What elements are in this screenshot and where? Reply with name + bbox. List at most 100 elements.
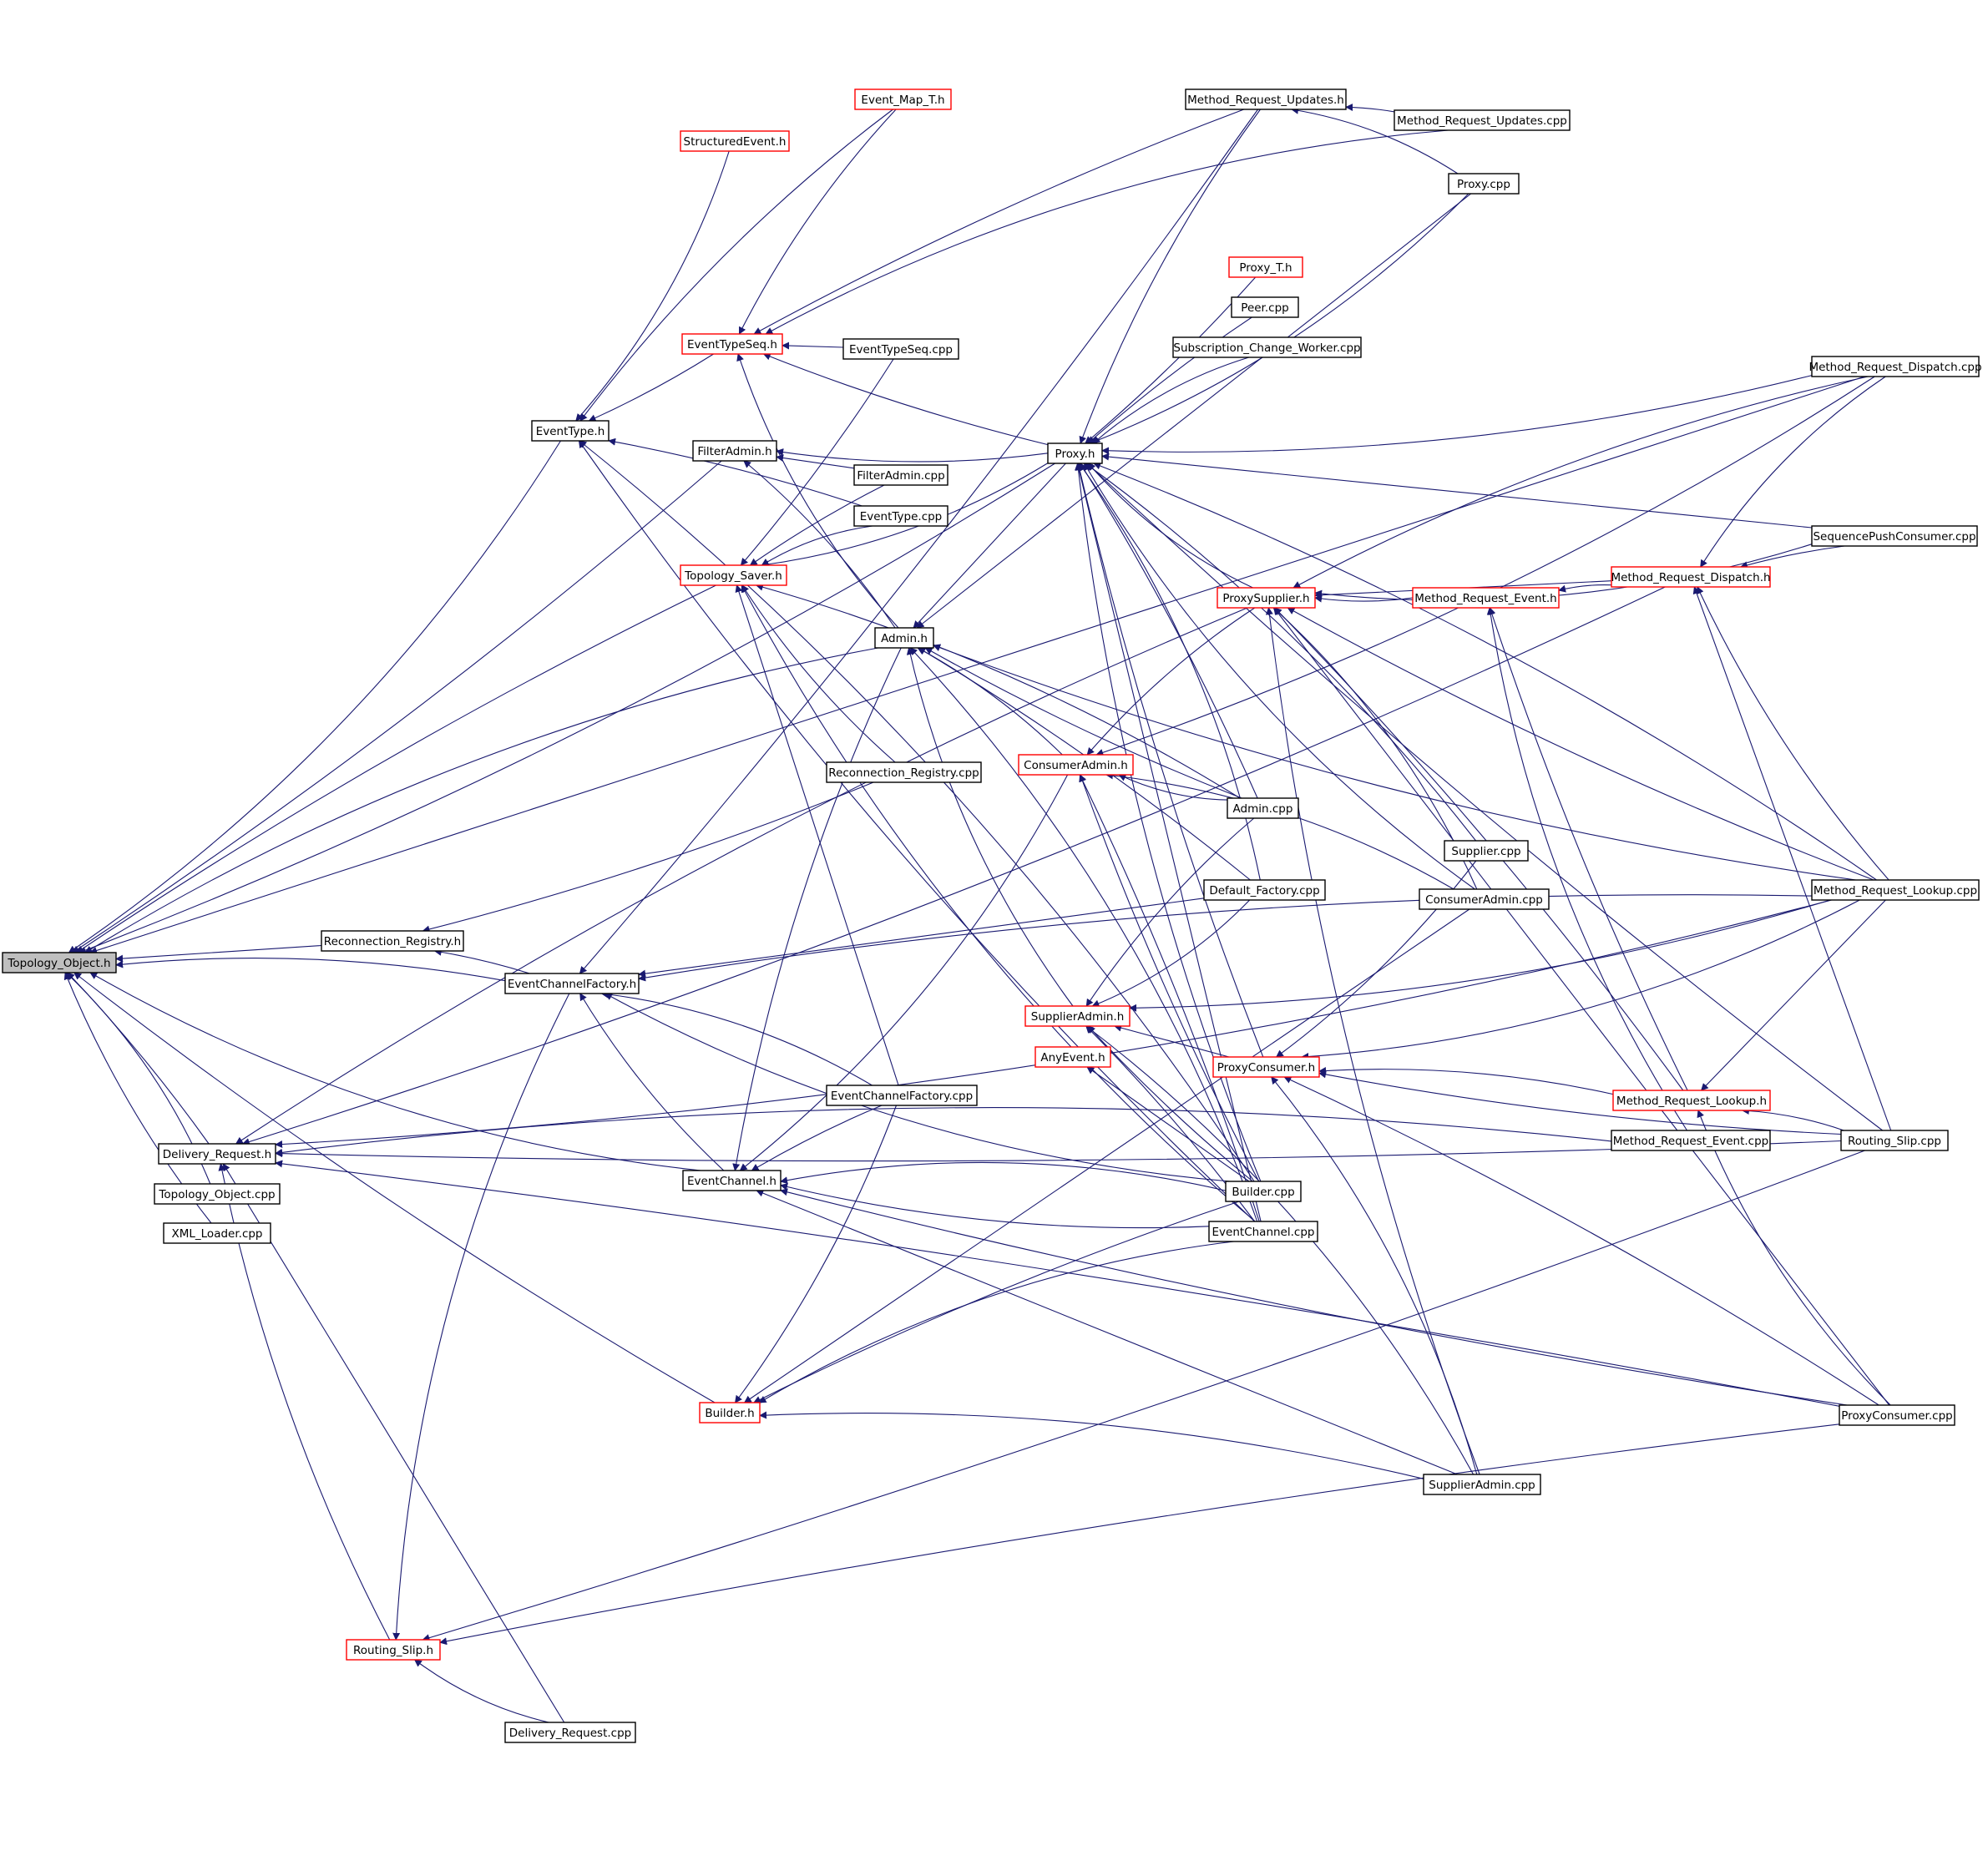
node-method-request-updates-cpp[interactable]: Method_Request_Updates.cpp xyxy=(1394,109,1571,131)
node-consumeradmin-cpp[interactable]: ConsumerAdmin.cpp xyxy=(1419,888,1550,910)
node-box[interactable] xyxy=(346,1639,441,1661)
node-box[interactable] xyxy=(1444,840,1529,862)
node-box[interactable] xyxy=(1811,525,1978,547)
node-box[interactable] xyxy=(853,505,948,527)
node-box[interactable] xyxy=(826,761,982,783)
node-reconnection-registry-cpp[interactable]: Reconnection_Registry.cpp xyxy=(826,761,982,783)
node-box[interactable] xyxy=(1840,1130,1949,1151)
node-delivery-request-h[interactable]: Delivery_Request.h xyxy=(158,1143,276,1165)
node-box[interactable] xyxy=(682,1170,782,1191)
node-box[interactable] xyxy=(2,952,117,973)
node-box[interactable] xyxy=(1231,296,1299,318)
node-box[interactable] xyxy=(1419,888,1550,910)
node-admin-cpp[interactable]: Admin.cpp xyxy=(1227,797,1299,819)
node-supplier-cpp[interactable]: Supplier.cpp xyxy=(1444,840,1529,862)
node-box[interactable] xyxy=(842,338,959,360)
node-box[interactable] xyxy=(1203,879,1326,901)
node-proxy-h[interactable]: Proxy.h xyxy=(1047,442,1103,464)
node-method-request-lookup-h[interactable]: Method_Request_Lookup.h xyxy=(1612,1090,1771,1111)
node-topology-object-h[interactable]: Topology_Object.h xyxy=(2,952,117,973)
node-admin-h[interactable]: Admin.h xyxy=(874,627,934,649)
node-filteradmin-cpp[interactable]: FilterAdmin.cpp xyxy=(853,464,948,486)
node-box[interactable] xyxy=(680,564,787,586)
node-eventtype-cpp[interactable]: EventType.cpp xyxy=(853,505,948,527)
node-box[interactable] xyxy=(1839,1404,1955,1426)
node-consumeradmin-h[interactable]: ConsumerAdmin.h xyxy=(1018,754,1134,776)
node-box[interactable] xyxy=(504,1722,636,1743)
node-box[interactable] xyxy=(1811,879,1980,901)
node-box[interactable] xyxy=(1185,88,1347,110)
node-box[interactable] xyxy=(1412,587,1560,609)
node-box[interactable] xyxy=(1018,754,1134,776)
node-supplieradmin-h[interactable]: SupplierAdmin.h xyxy=(1024,1005,1131,1027)
node-box[interactable] xyxy=(1423,1474,1541,1495)
node-box[interactable] xyxy=(699,1402,761,1423)
node-box[interactable] xyxy=(1225,1181,1302,1202)
node-box[interactable] xyxy=(1172,336,1362,358)
node-builder-h[interactable]: Builder.h xyxy=(699,1402,761,1423)
node-box[interactable] xyxy=(321,930,464,952)
node-eventtypeseq-cpp[interactable]: EventTypeSeq.cpp xyxy=(842,338,959,360)
node-subscription-change-worker-cpp[interactable]: Subscription_Change_Worker.cpp xyxy=(1172,336,1362,358)
node-box[interactable] xyxy=(1208,1221,1318,1242)
node-box[interactable] xyxy=(1212,1056,1320,1078)
node-box[interactable] xyxy=(1228,256,1303,278)
node-box[interactable] xyxy=(1217,587,1316,609)
node-builder-cpp[interactable]: Builder.cpp xyxy=(1225,1181,1302,1202)
node-box[interactable] xyxy=(1024,1005,1131,1027)
node-routing-slip-h[interactable]: Routing_Slip.h xyxy=(346,1639,441,1661)
node-method-request-lookup-cpp[interactable]: Method_Request_Lookup.cpp xyxy=(1811,879,1980,901)
node-xml-loader-cpp[interactable]: XML_Loader.cpp xyxy=(163,1222,271,1244)
node-box[interactable] xyxy=(1394,109,1571,131)
node-box[interactable] xyxy=(826,1085,978,1106)
node-topology-object-cpp[interactable]: Topology_Object.cpp xyxy=(154,1183,281,1205)
node-default-factory-cpp[interactable]: Default_Factory.cpp xyxy=(1203,879,1326,901)
node-sequencepushconsumer-cpp[interactable]: SequencePushConsumer.cpp xyxy=(1811,525,1978,547)
node-box[interactable] xyxy=(163,1222,271,1244)
node-event-map-t-h[interactable]: Event_Map_T.h xyxy=(854,88,952,110)
node-eventchannel-h[interactable]: EventChannel.h xyxy=(682,1170,782,1191)
node-box[interactable] xyxy=(680,130,790,152)
node-eventchannelfactory-h[interactable]: EventChannelFactory.h xyxy=(504,973,640,994)
node-box[interactable] xyxy=(1047,442,1103,464)
node-reconnection-registry-h[interactable]: Reconnection_Registry.h xyxy=(321,930,464,952)
node-box[interactable] xyxy=(854,88,952,110)
node-proxyconsumer-cpp[interactable]: ProxyConsumer.cpp xyxy=(1839,1404,1955,1426)
node-proxy-t-h[interactable]: Proxy_T.h xyxy=(1228,256,1303,278)
node-box[interactable] xyxy=(874,627,934,649)
node-proxyconsumer-h[interactable]: ProxyConsumer.h xyxy=(1212,1056,1320,1078)
node-eventchannelfactory-cpp[interactable]: EventChannelFactory.cpp xyxy=(826,1085,978,1106)
node-supplieradmin-cpp[interactable]: SupplierAdmin.cpp xyxy=(1423,1474,1541,1495)
node-method-request-event-cpp[interactable]: Method_Request_Event.cpp xyxy=(1611,1130,1771,1151)
node-box[interactable] xyxy=(1448,173,1520,195)
node-method-request-dispatch-h[interactable]: Method_Request_Dispatch.h xyxy=(1611,566,1771,588)
node-proxysupplier-h[interactable]: ProxySupplier.h xyxy=(1217,587,1316,609)
node-structuredevent-h[interactable]: StructuredEvent.h xyxy=(680,130,790,152)
node-eventtypeseq-h[interactable]: EventTypeSeq.h xyxy=(681,333,783,355)
node-box[interactable] xyxy=(681,333,783,355)
node-proxy-cpp[interactable]: Proxy.cpp xyxy=(1448,173,1520,195)
node-box[interactable] xyxy=(1611,1130,1771,1151)
node-delivery-request-cpp[interactable]: Delivery_Request.cpp xyxy=(504,1722,636,1743)
node-box[interactable] xyxy=(853,464,948,486)
node-box[interactable] xyxy=(1227,797,1299,819)
node-box[interactable] xyxy=(158,1143,276,1165)
node-anyevent-h[interactable]: AnyEvent.h xyxy=(1034,1046,1111,1068)
node-box[interactable] xyxy=(1811,356,1980,377)
node-eventtype-h[interactable]: EventType.h xyxy=(531,420,610,442)
node-method-request-dispatch-cpp[interactable]: Method_Request_Dispatch.cpp xyxy=(1808,356,1982,377)
node-method-request-event-h[interactable]: Method_Request_Event.h xyxy=(1412,587,1560,609)
node-box[interactable] xyxy=(1612,1090,1771,1111)
node-filteradmin-h[interactable]: FilterAdmin.h xyxy=(692,440,777,462)
node-box[interactable] xyxy=(504,973,640,994)
node-method-request-updates-h[interactable]: Method_Request_Updates.h xyxy=(1185,88,1347,110)
node-box[interactable] xyxy=(154,1183,281,1205)
node-eventchannel-cpp[interactable]: EventChannel.cpp xyxy=(1208,1221,1318,1242)
node-topology-saver-h[interactable]: Topology_Saver.h xyxy=(680,564,787,586)
node-peer-cpp[interactable]: Peer.cpp xyxy=(1231,296,1299,318)
node-routing-slip-cpp[interactable]: Routing_Slip.cpp xyxy=(1840,1130,1949,1151)
node-box[interactable] xyxy=(531,420,610,442)
node-box[interactable] xyxy=(1611,566,1771,588)
node-box[interactable] xyxy=(1034,1046,1111,1068)
node-box[interactable] xyxy=(692,440,777,462)
